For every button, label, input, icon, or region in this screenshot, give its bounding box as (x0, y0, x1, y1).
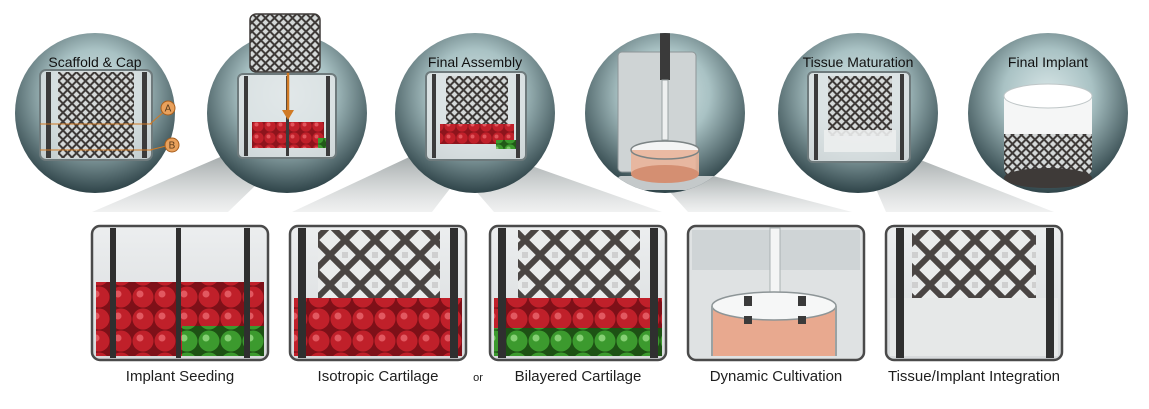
panel-bilayered-cartilage (488, 224, 668, 362)
circle-bioreactor (585, 33, 745, 193)
marker-b-label: B (169, 141, 176, 152)
circle-scaffold-cap: A B (15, 33, 180, 193)
marker-a-label: A (165, 104, 172, 115)
label-scaffold-cap: Scaffold & Cap (48, 54, 142, 70)
marker-b (164, 137, 180, 153)
caption-dynamic-cultivation: Dynamic Cultivation (709, 368, 843, 385)
circle-tissue-maturation (778, 33, 938, 193)
circle-final-assembly (395, 33, 555, 193)
caption-bilayered-cartilage: Bilayered Cartilage (514, 368, 642, 385)
label-final-assembly: Final Assembly (427, 54, 523, 70)
label-final-implant: Final Implant (1007, 54, 1089, 70)
label-tissue-maturation: Tissue Maturation (802, 54, 914, 70)
circle-final-implant (968, 33, 1128, 193)
panel-dynamic-cultivation (686, 224, 866, 362)
panel-implant-seeding (90, 224, 270, 362)
panel-tissue-implant-integration (884, 224, 1064, 362)
caption-tissue-implant-integration: Tissue/Implant Integration (887, 368, 1061, 385)
marker-a (160, 100, 176, 116)
caption-implant-seeding: Implant Seeding (125, 368, 235, 385)
floating-scaffold (249, 13, 321, 73)
panel-isotropic-cartilage (288, 224, 468, 362)
caption-or: or (473, 372, 483, 384)
circle-seeding (207, 13, 367, 193)
caption-isotropic-cartilage: Isotropic Cartilage (317, 368, 439, 385)
